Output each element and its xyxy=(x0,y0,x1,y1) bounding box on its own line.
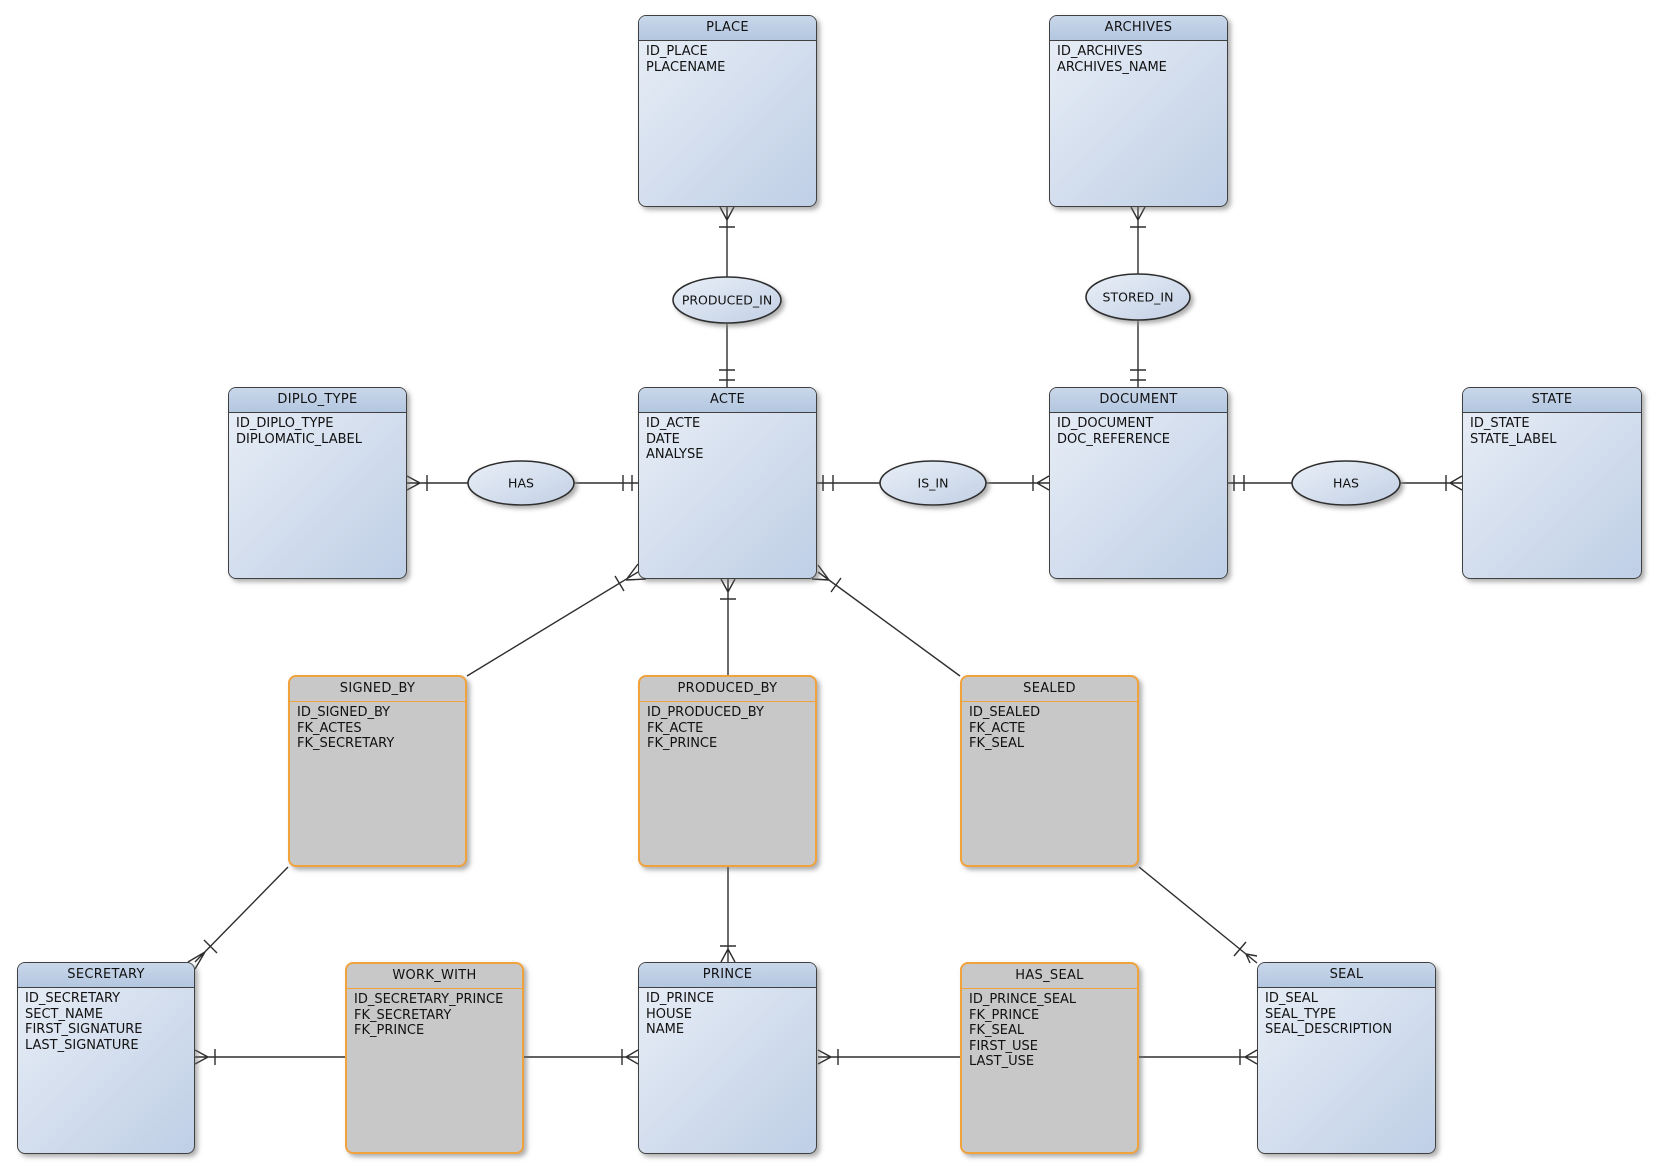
connector-acte-produced_by xyxy=(720,578,736,675)
entity-fields: ID_DOCUMENT DOC_REFERENCE xyxy=(1057,416,1171,447)
connector-produced_by-prince xyxy=(720,867,736,963)
entity-fields: ID_STATE STATE_LABEL xyxy=(1470,416,1557,447)
connector-diplo_type-acte xyxy=(406,475,638,491)
entity-fields: ID_SEAL SEAL_TYPE SEAL_DESCRIPTION xyxy=(1265,991,1393,1037)
association-has_seal[interactable]: HAS_SEAL ID_PRINCE_SEAL FK_PRINCE FK_SEA… xyxy=(960,962,1139,1154)
relationship-label: PRODUCED_IN xyxy=(682,293,772,308)
entity-state[interactable]: STATE ID_STATE STATE_LABEL xyxy=(1462,387,1642,579)
connector-archives-document xyxy=(1130,206,1146,387)
entity-fields: ID_PRINCE HOUSE NAME xyxy=(646,991,715,1037)
entity-title: PRINCE xyxy=(639,963,816,988)
entity-secretary[interactable]: SECRETARY ID_SECRETARY SECT_NAME FIRST_S… xyxy=(17,962,195,1154)
entity-fields: ID_SECRETARY SECT_NAME FIRST_SIGNATURE L… xyxy=(25,991,143,1053)
relationship-label: HAS xyxy=(508,476,534,491)
association-fields: ID_PRINCE_SEAL FK_PRINCE FK_SEAL FIRST_U… xyxy=(969,992,1077,1069)
entity-prince[interactable]: PRINCE ID_PRINCE HOUSE NAME xyxy=(638,962,817,1154)
relationship-has-state[interactable]: HAS xyxy=(1291,460,1401,506)
association-title: HAS_SEAL xyxy=(962,964,1137,989)
association-fields: ID_SECRETARY_PRINCE FK_SECRETARY FK_PRIN… xyxy=(354,992,504,1038)
relationship-produced_in[interactable]: PRODUCED_IN xyxy=(672,276,782,324)
relationship-stored_in[interactable]: STORED_IN xyxy=(1085,273,1191,321)
entity-fields: ID_ACTE DATE ANALYSE xyxy=(646,416,704,462)
entity-seal[interactable]: SEAL ID_SEAL SEAL_TYPE SEAL_DESCRIPTION xyxy=(1257,962,1436,1154)
entity-fields: ID_PLACE PLACENAME xyxy=(646,44,726,75)
relationship-label: IS_IN xyxy=(918,476,949,491)
relationship-label: STORED_IN xyxy=(1103,290,1174,305)
association-title: SEALED xyxy=(962,677,1137,702)
connector-prince-has_seal xyxy=(817,1049,960,1065)
association-title: PRODUCED_BY xyxy=(640,677,815,702)
entity-acte[interactable]: ACTE ID_ACTE DATE ANALYSE xyxy=(638,387,817,579)
connector-acte-signed_by xyxy=(466,563,647,677)
association-sealed[interactable]: SEALED ID_SEALED FK_ACTE FK_SEAL xyxy=(960,675,1139,867)
connector-work_with-prince xyxy=(524,1049,639,1065)
entity-document[interactable]: DOCUMENT ID_DOCUMENT DOC_REFERENCE xyxy=(1049,387,1228,579)
association-fields: ID_SEALED FK_ACTE FK_SEAL xyxy=(969,705,1041,751)
entity-title: ACTE xyxy=(639,388,816,413)
association-signed_by[interactable]: SIGNED_BY ID_SIGNED_BY FK_ACTES FK_SECRE… xyxy=(288,675,467,867)
association-fields: ID_PRODUCED_BY FK_ACTE FK_PRINCE xyxy=(647,705,764,751)
relationship-label: HAS xyxy=(1333,476,1359,491)
association-fields: ID_SIGNED_BY FK_ACTES FK_SECRETARY xyxy=(297,705,395,751)
connector-acte-sealed xyxy=(811,564,961,677)
entity-fields: ID_ARCHIVES ARCHIVES_NAME xyxy=(1057,44,1167,75)
connector-sealed-seal xyxy=(1138,866,1258,964)
entity-title: STATE xyxy=(1463,388,1641,413)
entity-title: SECRETARY xyxy=(18,963,194,988)
association-work_with[interactable]: WORK_WITH ID_SECRETARY_PRINCE FK_SECRETA… xyxy=(345,962,524,1154)
entity-title: ARCHIVES xyxy=(1050,16,1227,41)
connector-document-state xyxy=(1228,475,1463,491)
connector-acte-document xyxy=(817,475,1050,491)
connector-signed_by-secretary xyxy=(187,866,289,970)
entity-title: SEAL xyxy=(1258,963,1435,988)
association-produced_by[interactable]: PRODUCED_BY ID_PRODUCED_BY FK_ACTE FK_PR… xyxy=(638,675,817,867)
entity-diplo_type[interactable]: DIPLO_TYPE ID_DIPLO_TYPE DIPLOMATIC_LABE… xyxy=(228,387,407,579)
entity-fields: ID_DIPLO_TYPE DIPLOMATIC_LABEL xyxy=(236,416,362,447)
entity-title: DOCUMENT xyxy=(1050,388,1227,413)
relationship-has-diplo_type[interactable]: HAS xyxy=(467,460,575,506)
association-title: SIGNED_BY xyxy=(290,677,465,702)
relationship-is_in[interactable]: IS_IN xyxy=(879,460,987,506)
association-title: WORK_WITH xyxy=(347,964,522,989)
entity-title: DIPLO_TYPE xyxy=(229,388,406,413)
entity-title: PLACE xyxy=(639,16,816,41)
connector-place-acte xyxy=(719,206,735,387)
entity-archives[interactable]: ARCHIVES ID_ARCHIVES ARCHIVES_NAME xyxy=(1049,15,1228,207)
connector-has_seal-seal xyxy=(1139,1049,1258,1065)
entity-place[interactable]: PLACE ID_PLACE PLACENAME xyxy=(638,15,817,207)
connector-secretary-work_with xyxy=(194,1049,345,1065)
